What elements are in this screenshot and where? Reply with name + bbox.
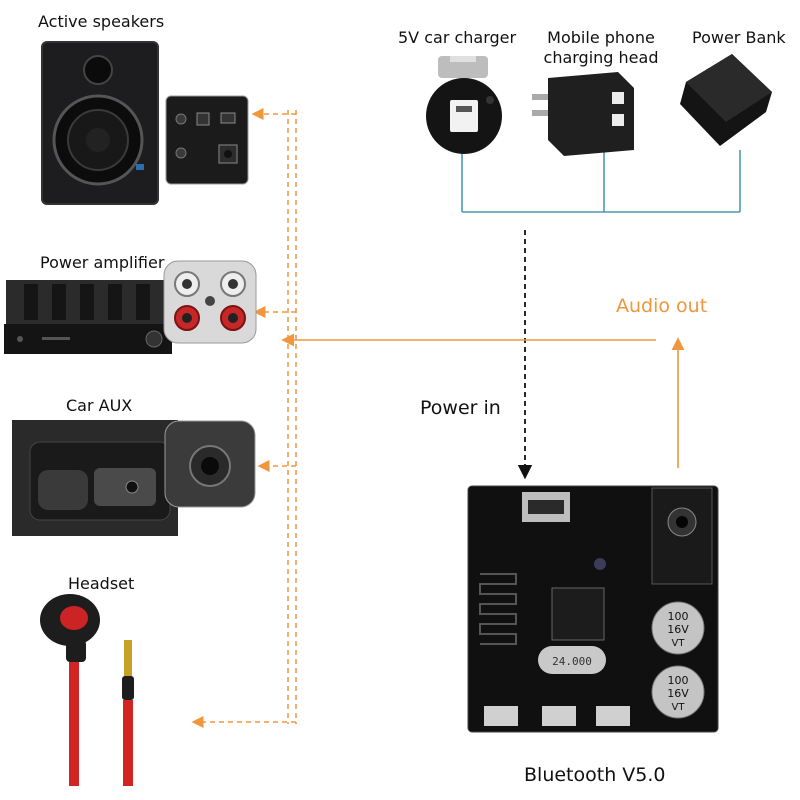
phone-charging-head-label: Mobile phone charging head (536, 28, 666, 68)
car-aux-label: Car AUX (66, 396, 133, 415)
power-amplifier-image (4, 280, 172, 354)
audio-out-line (281, 333, 685, 468)
capacitor-1-value: 100 (668, 610, 689, 623)
distribution-bus (191, 108, 297, 728)
power-amplifier-label: Power amplifier (40, 253, 165, 272)
active-speakers-label: Active speakers (38, 12, 165, 31)
phone-head-line1: Mobile phone (547, 28, 655, 47)
rca-jacks-image (163, 260, 257, 344)
power-bank-label: Power Bank (692, 28, 786, 47)
car-aux-image (12, 420, 178, 536)
capacitor-2-rating: 16V (667, 687, 689, 700)
bluetooth-module-image: 24.000 100 16V VT 100 16V VT (467, 485, 719, 733)
car-charger-image (426, 56, 502, 154)
module-name-label: Bluetooth V5.0 (524, 764, 666, 786)
power-bank-image (680, 54, 772, 146)
audio-out-label: Audio out (616, 295, 708, 317)
headset-label: Headset (68, 574, 135, 593)
power-source-bus (461, 150, 741, 213)
power-in-label: Power in (420, 397, 501, 419)
capacitor-1-code: VT (672, 638, 686, 649)
active-speaker-image (41, 41, 159, 205)
capacitor-2-value: 100 (668, 674, 689, 687)
phone-head-line2: charging head (543, 48, 659, 67)
crystal-label: 24.000 (552, 655, 592, 668)
speaker-back-panel-image (165, 95, 249, 185)
phone-charging-head-image (532, 72, 634, 156)
aux-jack-closeup-image (164, 420, 256, 508)
car-charger-label: 5V car charger (398, 28, 517, 47)
capacitor-1-rating: 16V (667, 623, 689, 636)
capacitor-2-code: VT (672, 702, 686, 713)
headset-image (40, 594, 134, 786)
